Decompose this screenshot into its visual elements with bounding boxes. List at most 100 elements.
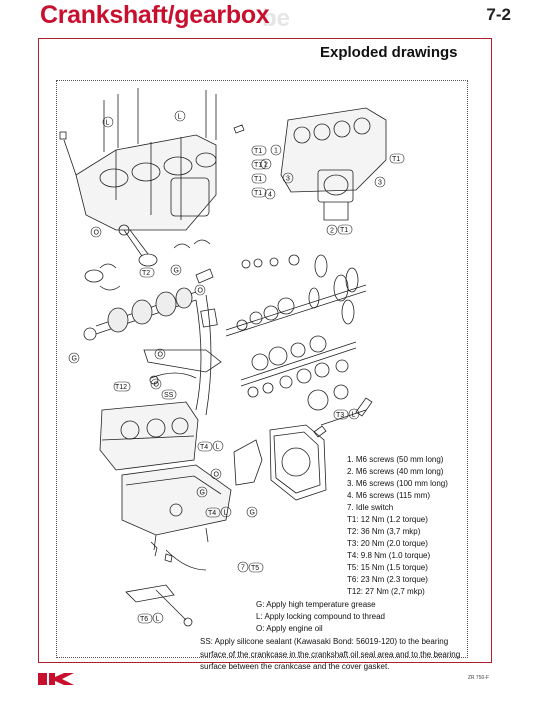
- svg-text:T1: T1: [254, 162, 262, 169]
- callout-g-2: G: [68, 352, 80, 364]
- svg-text:G: G: [200, 490, 205, 497]
- svg-text:L: L: [352, 412, 356, 419]
- shift-pedal-drawing: [125, 541, 207, 627]
- callout-g-1: G: [170, 264, 182, 276]
- callout-l-4: L: [348, 408, 360, 420]
- oil-pan-drawing: [121, 464, 232, 563]
- legend-screw-2: 2. M6 screws (40 mm long): [347, 467, 444, 476]
- callout-t5: T5: [248, 562, 264, 573]
- callout-t1-e: T1: [389, 153, 405, 164]
- legend-torque-t4: T4: 9.8 Nm (1.0 torque): [347, 551, 431, 560]
- crankshaft-drawing: [83, 268, 218, 416]
- svg-text:4: 4: [268, 192, 272, 199]
- callout-t3: T3: [333, 409, 349, 420]
- cam-chain-drawing: [143, 349, 222, 385]
- svg-text:G: G: [174, 268, 179, 275]
- callout-o-1: O: [90, 226, 102, 238]
- callout-t6: T6: [137, 613, 153, 624]
- upper-right-case-drawing: [280, 107, 387, 221]
- legend-screw-1: 1. M6 screws (50 mm long): [347, 455, 444, 464]
- callout-l-5: L: [220, 506, 232, 518]
- svg-text:L: L: [178, 114, 182, 121]
- callout-4: 4: [264, 188, 276, 200]
- lower-crankcase-drawing: [99, 401, 199, 471]
- legend: 1. M6 screws (50 mm long) 2. M6 screws (…: [200, 454, 468, 674]
- svg-text:T5: T5: [251, 565, 259, 572]
- legend-ss-note: SS: Apply silicone sealant (Kawasaki Bon…: [200, 637, 461, 671]
- callout-l-6: L: [152, 612, 164, 624]
- svg-text:1: 1: [274, 148, 278, 155]
- gearbox-shafts-drawing: [225, 254, 367, 411]
- svg-text:T1: T1: [254, 176, 262, 183]
- svg-text:SS: SS: [164, 392, 174, 399]
- legend-screw-4: 4. M6 screws (115 mm): [347, 491, 430, 500]
- legend-torque-t2: T2: 36 Nm (3,7 mkp): [347, 527, 421, 536]
- legend-torque-t5: T5: 15 Nm (1.5 torque): [347, 563, 428, 572]
- svg-text:G: G: [250, 510, 255, 517]
- svg-text:3: 3: [286, 176, 290, 183]
- callout-t1-c: T1: [251, 173, 267, 184]
- legend-idle-switch: 7. Idle switch: [347, 503, 394, 512]
- exploded-drawing: L L T1 T1 T1 T1 T1 1 2 3 3 4 2 T1 O T2 G…: [59, 88, 405, 627]
- side-cover-drawing: [233, 424, 327, 501]
- svg-text:L: L: [224, 510, 228, 517]
- legend-torque-t3: T3: 20 Nm (2.0 torque): [347, 539, 428, 548]
- svg-text:O: O: [94, 230, 100, 237]
- svg-text:T4: T4: [208, 510, 216, 517]
- connecting-rods-drawing: [84, 224, 211, 291]
- callout-2b: 2: [326, 224, 338, 236]
- callout-t1-d: T1: [251, 187, 267, 198]
- callout-1: 1: [270, 144, 282, 156]
- svg-text:O: O: [158, 352, 164, 359]
- svg-text:2: 2: [330, 228, 334, 235]
- svg-text:L: L: [156, 616, 160, 623]
- svg-text:O: O: [154, 382, 160, 389]
- callout-t1-b: T1: [251, 159, 267, 170]
- callout-o-3: O: [154, 348, 166, 360]
- svg-text:T6: T6: [140, 616, 148, 623]
- callout-labels: L L T1 T1 T1 T1 T1 1 2 3 3 4 2 T1 O T2 G…: [68, 110, 405, 624]
- callout-7: 7: [237, 561, 249, 573]
- footer-reference: ZR 750-F: [467, 675, 489, 681]
- callout-t12: T12: [113, 381, 131, 392]
- svg-text:T12: T12: [115, 384, 127, 391]
- legend-note-grease: G: Apply high temperature grease: [256, 600, 376, 609]
- legend-screw-3: 3. M6 screws (100 mm long): [347, 479, 448, 488]
- svg-text:G: G: [72, 356, 77, 363]
- callout-3a: 3: [282, 172, 294, 184]
- legend-torque-t6: T6: 23 Nm (2.3 torque): [347, 575, 428, 584]
- svg-text:T4: T4: [200, 444, 208, 451]
- callout-g-4: G: [246, 506, 258, 518]
- svg-text:L: L: [106, 120, 110, 127]
- callout-t2: T2: [139, 267, 155, 278]
- legend-note-oil: O: Apply engine oil: [256, 624, 323, 633]
- header-ghost-text: be: [262, 5, 291, 32]
- callout-t4-b: T4: [205, 507, 221, 518]
- legend-note-locking: L: Apply locking compound to thread: [256, 612, 385, 621]
- svg-text:7: 7: [241, 565, 245, 572]
- kawasaki-logo-icon: [38, 673, 74, 685]
- callout-g-3: G: [196, 486, 208, 498]
- svg-text:T1: T1: [254, 190, 262, 197]
- callout-l-2: L: [174, 110, 186, 122]
- section-heading: Exploded drawings: [320, 44, 458, 61]
- page-title: Crankshaft/gearbox: [40, 1, 270, 29]
- callout-l-1: L: [102, 116, 114, 128]
- legend-torque-t1: T1: 12 Nm (1.2 torque): [347, 515, 428, 524]
- svg-text:T1: T1: [340, 227, 348, 234]
- content-frame: [38, 38, 492, 663]
- upper-crankcase-drawing: [59, 88, 245, 231]
- callout-ss: SS: [161, 389, 177, 400]
- svg-text:3: 3: [378, 180, 382, 187]
- svg-text:T1: T1: [392, 156, 400, 163]
- callout-2a: 2: [260, 158, 272, 170]
- callout-l-3: L: [212, 440, 224, 452]
- callout-o-4: O: [150, 378, 162, 390]
- svg-text:O: O: [198, 288, 204, 295]
- svg-text:2: 2: [264, 162, 268, 169]
- callout-t4-a: T4: [197, 441, 213, 452]
- svg-text:T1: T1: [254, 148, 262, 155]
- svg-text:T3: T3: [336, 412, 344, 419]
- page-number: 7-2: [486, 5, 511, 24]
- callout-3b: 3: [374, 176, 386, 188]
